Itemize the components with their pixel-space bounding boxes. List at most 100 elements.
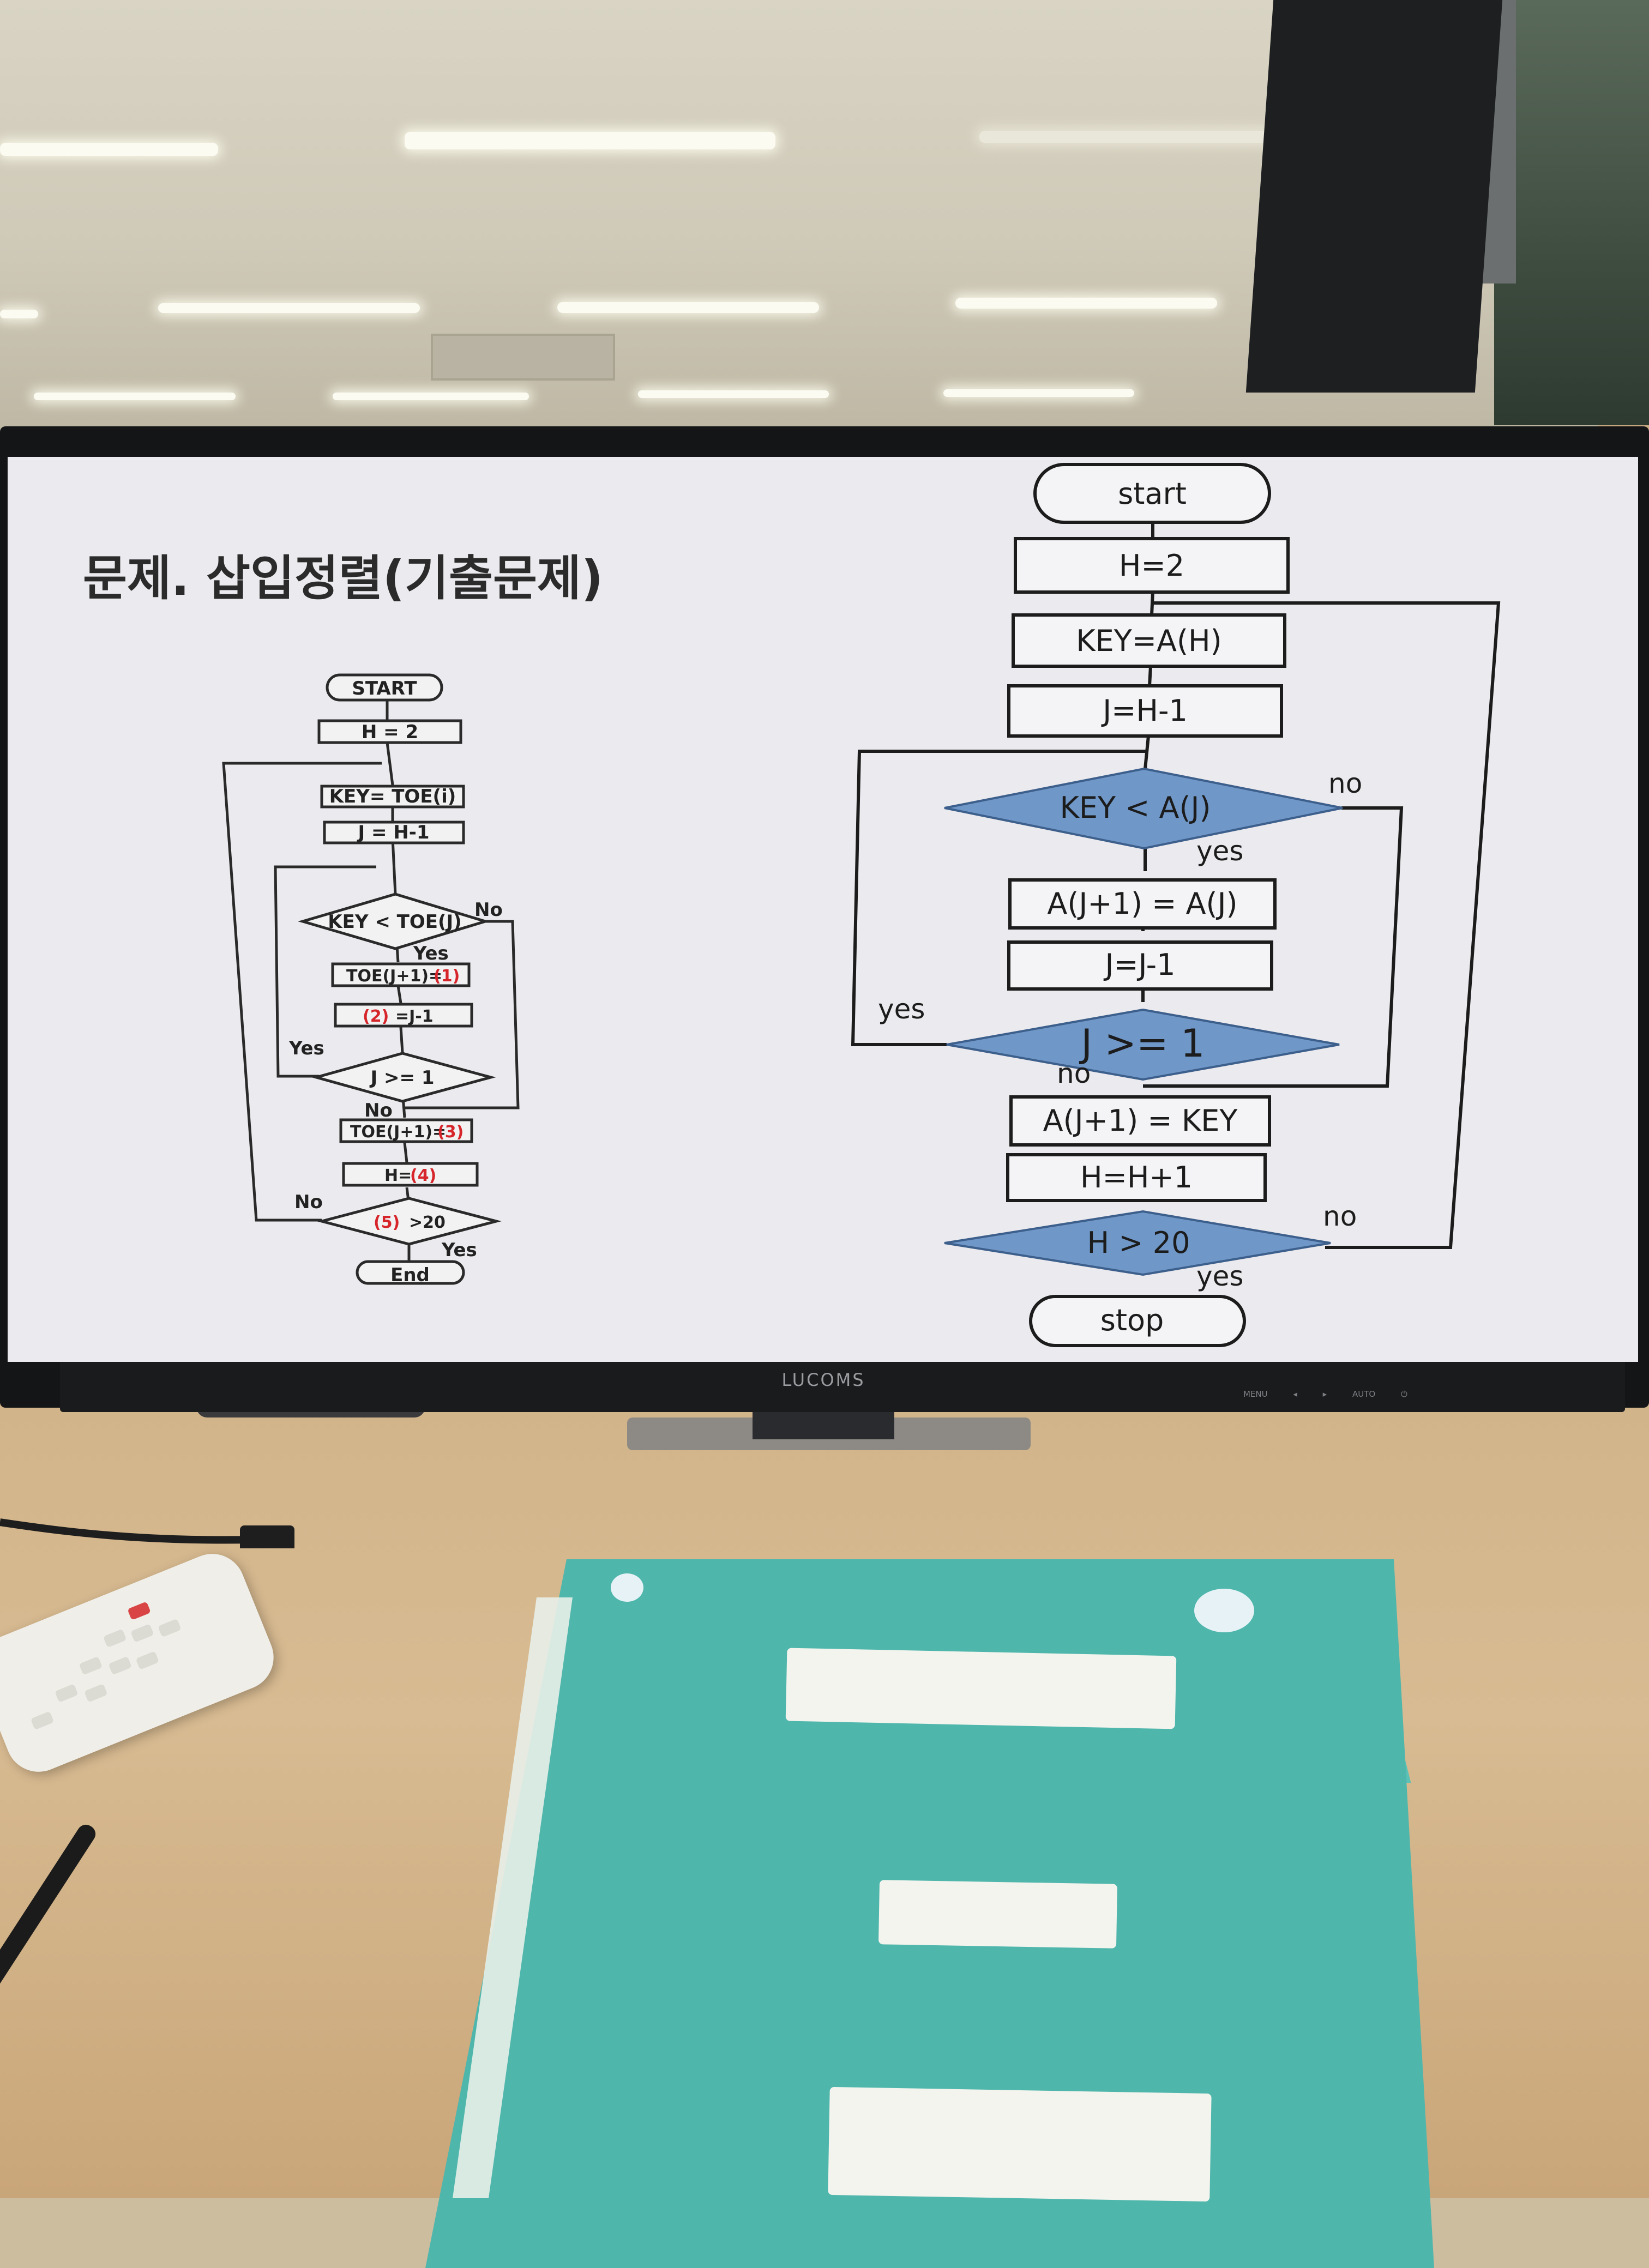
slide-title: 문제. 삽입정렬(기출문제)	[83, 550, 604, 606]
left-key-box	[320, 785, 465, 809]
left-end-terminal	[356, 1260, 465, 1285]
ceiling-light	[158, 303, 420, 313]
remote-button[interactable]	[158, 1618, 182, 1638]
left-shift-label: TOE(J+1)=	[346, 967, 442, 986]
right-loop-yes: yes	[878, 993, 925, 1025]
left-flowchart: START H = 2 KEY= TOE(i) J = H-1 KEY < TO…	[222, 673, 520, 1286]
left-compare-yes: Yes	[413, 943, 449, 964]
remote-button[interactable]	[108, 1656, 132, 1675]
left-start-terminal	[326, 673, 443, 702]
left-decrement-label: =J-1	[395, 1007, 434, 1026]
right-key-label: KEY=A(H)	[1076, 624, 1221, 658]
right-endcheck-label: H > 20	[1087, 1226, 1190, 1260]
ceiling-light	[0, 143, 218, 156]
right-endcheck-yes: yes	[1196, 1260, 1243, 1292]
remote-button[interactable]	[30, 1711, 55, 1730]
right-jcheck-diamond	[946, 1008, 1340, 1081]
right-endcheck-diamond	[944, 1210, 1331, 1276]
remote-button[interactable]	[84, 1684, 108, 1703]
monitor-stand-neck	[753, 1407, 894, 1439]
right-jcheck-label: J >= 1	[1079, 1021, 1205, 1066]
left-compare-diamond	[298, 892, 490, 950]
right-compare-label: KEY < A(J)	[1060, 791, 1211, 825]
ceiling-light	[333, 393, 529, 400]
right-stop-label: stop	[1100, 1303, 1164, 1337]
left-compare-label: KEY < TOE(J)	[328, 911, 461, 933]
left-jcheck-label: J >= 1	[370, 1067, 435, 1089]
right-insert-box	[1009, 1095, 1271, 1147]
ceiling-vent	[431, 334, 615, 381]
left-endcheck-yes: Yes	[441, 1239, 477, 1261]
right-stop-terminal	[1029, 1295, 1246, 1347]
left-blank-4: (4)	[410, 1166, 436, 1185]
right-j-box	[1007, 684, 1283, 738]
remote-button[interactable]	[135, 1651, 160, 1670]
window	[1494, 0, 1649, 425]
ceiling-light	[405, 132, 775, 149]
folder-logo	[611, 1573, 643, 1602]
right-decrement-box	[1007, 940, 1273, 991]
monitor-brand-logo: LUCOMS	[781, 1370, 865, 1390]
left-insert-box	[339, 1118, 473, 1143]
remote-button[interactable]	[130, 1624, 154, 1643]
folder-logo	[1194, 1589, 1254, 1632]
left-end-label: End	[390, 1264, 430, 1286]
hdmi-cable	[0, 1518, 294, 1548]
ceiling-light	[557, 302, 819, 313]
left-jcheck-diamond	[311, 1052, 496, 1103]
hanging-tv	[1245, 0, 1503, 393]
left-blank-2: (2)	[363, 1007, 389, 1026]
power-button[interactable]	[127, 1601, 151, 1620]
left-j-box	[323, 821, 465, 845]
folder-label	[828, 2086, 1212, 2202]
left-h-init-box	[317, 719, 462, 744]
right-h-init-label: H=2	[1119, 548, 1184, 583]
right-key-box	[1012, 613, 1286, 668]
right-shift-box	[1008, 878, 1277, 930]
left-j-label: J = H-1	[357, 822, 429, 843]
left-blank-1: (1)	[434, 967, 460, 986]
right-shift-label: A(J+1) = A(J)	[1047, 886, 1237, 921]
left-insert-label: TOE(J+1)=	[350, 1123, 446, 1142]
right-h-init-box	[1014, 537, 1290, 594]
ceiling-light	[34, 393, 236, 400]
left-decrement-box	[334, 1003, 473, 1028]
remote-button[interactable]	[79, 1656, 103, 1675]
left-h-box	[342, 1162, 479, 1187]
ceiling-light	[955, 298, 1217, 309]
ceiling-light	[638, 390, 829, 398]
right-j-label: J=H-1	[1101, 693, 1188, 728]
right-flowchart: start H=2 KEY=A(H) J=H-1 KEY < A(J) A(J+…	[851, 463, 1501, 1347]
right-h-inc-label: H=H+1	[1080, 1160, 1193, 1195]
monitor-button-labels[interactable]: MENU ◂ ▸ AUTO ⏻	[1243, 1389, 1407, 1399]
right-compare-yes: yes	[1196, 835, 1243, 867]
right-jcheck-no: no	[1057, 1058, 1091, 1089]
right-insert-label: A(J+1) = KEY	[1043, 1103, 1238, 1138]
left-loop-yes: Yes	[288, 1038, 324, 1059]
remote-button[interactable]	[55, 1684, 79, 1703]
right-decrement-label: J=J-1	[1103, 948, 1175, 982]
folder-label	[785, 1648, 1177, 1729]
right-h-inc-box	[1006, 1153, 1267, 1202]
ceiling-light	[943, 389, 1134, 397]
left-key-label: KEY= TOE(i)	[329, 786, 456, 807]
remote-button[interactable]	[103, 1628, 127, 1648]
left-jcheck-no: No	[364, 1100, 393, 1121]
left-start-label: START	[352, 678, 417, 699]
left-shift-box	[331, 962, 471, 987]
left-compare-no: No	[474, 899, 503, 921]
left-endcheck-no: No	[294, 1191, 323, 1213]
right-start-label: start	[1118, 476, 1187, 511]
right-compare-no: no	[1328, 768, 1362, 799]
right-endcheck-no: no	[1323, 1201, 1357, 1232]
left-endcheck-diamond	[316, 1197, 502, 1246]
left-blank-3: (3)	[437, 1123, 464, 1142]
ceiling-light	[0, 310, 38, 318]
folder-label	[878, 1880, 1117, 1949]
left-h-label: H=	[384, 1166, 412, 1185]
right-start-terminal	[1033, 463, 1271, 524]
left-h-init-label: H = 2	[362, 721, 418, 743]
left-endcheck-label: >20	[409, 1213, 446, 1232]
right-compare-diamond	[944, 767, 1343, 850]
monitor-screen	[8, 457, 1638, 1362]
